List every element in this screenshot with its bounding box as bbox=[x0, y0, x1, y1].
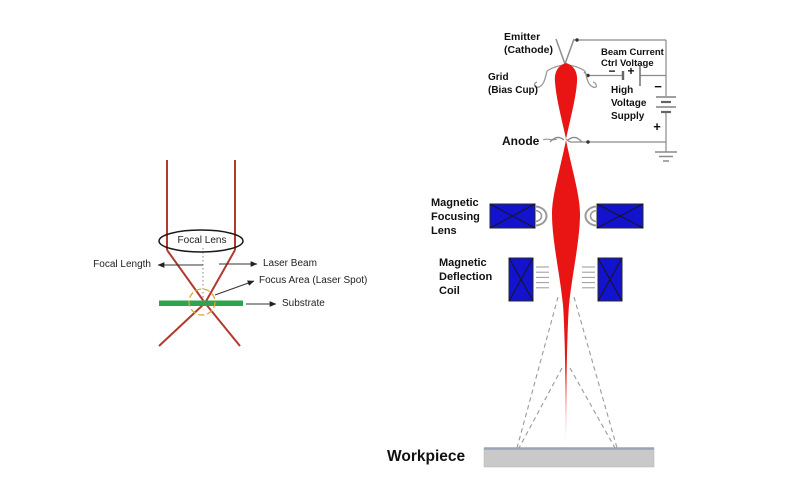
focusing-lens-label: Magnetic Focusing Lens bbox=[431, 197, 480, 237]
deflection-coil-left bbox=[508, 257, 549, 302]
focal-length-label: Focal Length bbox=[93, 259, 151, 270]
focusing-lens-coil-right bbox=[584, 203, 644, 229]
electron-beam-shape bbox=[552, 63, 580, 447]
label-arrows bbox=[157, 261, 277, 307]
anode-connector bbox=[542, 138, 558, 141]
grid-label: Grid (Bias Cup) bbox=[488, 72, 538, 96]
hv-minus-sign: − bbox=[654, 79, 662, 94]
focusing-lens-coil-left bbox=[489, 203, 548, 229]
workpiece-label: Workpiece bbox=[387, 448, 466, 465]
anode-label: Anode bbox=[502, 134, 540, 148]
ctrl-minus-sign: − bbox=[608, 64, 616, 78]
deflection-dashed-lines bbox=[516, 296, 618, 449]
hv-plus-sign: + bbox=[653, 119, 661, 134]
substrate-label: Substrate bbox=[282, 298, 325, 309]
laser-beam-lines bbox=[158, 160, 241, 347]
focal-lens-ellipse bbox=[158, 229, 244, 253]
workpiece-rect bbox=[483, 447, 655, 468]
focus-area-label: Focus Area (Laser Spot) bbox=[259, 275, 368, 286]
laser-beam-label: Laser Beam bbox=[263, 258, 317, 269]
ctrl-plus-sign: + bbox=[627, 64, 635, 78]
wire-junction-dots bbox=[575, 38, 590, 144]
anode-pinch-marks bbox=[549, 136, 583, 143]
substrate-bar bbox=[159, 300, 243, 306]
emitter-label: Emitter (Cathode) bbox=[504, 31, 553, 56]
hv-supply-label: High Voltage Supply bbox=[611, 85, 647, 122]
hv-battery-icon bbox=[656, 96, 676, 114]
deflection-coil-label: Magnetic Deflection Coil bbox=[439, 257, 493, 297]
filament-icon bbox=[555, 38, 575, 67]
focal-lens-label: Focal Lens bbox=[177, 235, 227, 246]
beam-current-label: Beam Current Ctrl Voltage bbox=[601, 47, 664, 69]
ctrl-battery-icon bbox=[621, 65, 641, 86]
deflection-coil-right bbox=[582, 257, 623, 302]
focus-ring bbox=[188, 288, 216, 316]
ground-icon bbox=[655, 151, 677, 162]
